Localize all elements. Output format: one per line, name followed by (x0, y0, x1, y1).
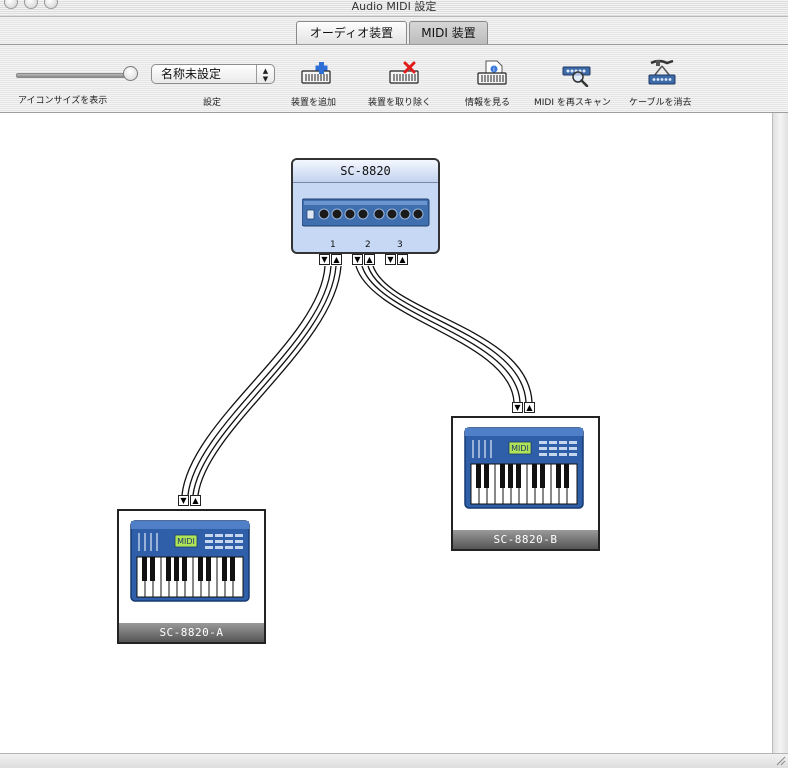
midi-interface-icon (302, 198, 430, 227)
keyboard-a-port-in[interactable]: ▼ (178, 495, 189, 506)
interface-port-1-out[interactable]: ▲ (331, 254, 342, 265)
keyboard-icon: MIDI (130, 520, 250, 602)
add-device-label[interactable]: 装置を追加 (291, 98, 337, 108)
device-name-a: SC-8820-A (119, 623, 264, 642)
resize-grip-icon[interactable] (776, 756, 786, 766)
configuration-label: 設定 (203, 98, 222, 108)
midi-device-sc-8820-a[interactable]: MIDI SC-8820-A (117, 509, 266, 644)
show-info-label[interactable]: 情報を見る (465, 98, 511, 108)
keyboard-b-port-out[interactable]: ▲ (524, 402, 535, 413)
popup-arrows-icon: ▲▼ (256, 65, 274, 83)
tab-audio-devices[interactable]: オーディオ装置 (296, 21, 407, 44)
keyboard-b-port-in[interactable]: ▼ (512, 402, 523, 413)
icon-size-label: アイコンサイズを表示 (18, 96, 108, 106)
interface-port-1-in[interactable]: ▼ (319, 254, 330, 265)
show-info-icon[interactable]: i (477, 60, 509, 86)
bottom-bar (0, 753, 788, 768)
port-number-3: 3 (397, 240, 403, 250)
svg-text:MIDI: MIDI (511, 444, 529, 453)
clear-cables-label[interactable]: ケーブルを消去 (629, 98, 692, 108)
tab-divider (0, 44, 788, 45)
svg-text:MIDI: MIDI (177, 537, 195, 546)
port-number-1: 1 (330, 240, 336, 250)
interface-port-2-out[interactable]: ▲ (364, 254, 375, 265)
window-title: Audio MIDI 設定 (351, 0, 437, 13)
svg-text:i: i (493, 67, 495, 74)
device-name-b: SC-8820-B (453, 530, 598, 549)
close-window-button[interactable] (4, 0, 18, 9)
port-number-2: 2 (365, 240, 371, 250)
rescan-midi-label[interactable]: MIDI を再スキャン (534, 98, 611, 108)
midi-interface-sc-8820[interactable]: SC-8820 1 2 3 (291, 158, 440, 254)
title-bar[interactable]: Audio MIDI 設定 (0, 0, 788, 17)
tab-midi-devices[interactable]: MIDI 装置 (409, 21, 488, 44)
zoom-window-button[interactable] (44, 0, 58, 9)
icon-size-slider-knob[interactable] (123, 66, 138, 81)
interface-port-3-in[interactable]: ▼ (385, 254, 396, 265)
interface-name: SC-8820 (293, 160, 438, 183)
midi-device-sc-8820-b[interactable]: MIDI SC-8820-B (451, 416, 600, 551)
remove-device-icon[interactable] (389, 61, 421, 85)
interface-port-2-in[interactable]: ▼ (352, 254, 363, 265)
remove-device-label[interactable]: 装置を取り除く (368, 98, 432, 108)
clear-cables-icon[interactable] (645, 59, 679, 87)
rescan-midi-icon[interactable] (561, 61, 593, 87)
configuration-popup[interactable]: 名称未設定 ▲▼ (151, 64, 275, 84)
vertical-scrollbar[interactable] (772, 113, 788, 753)
interface-port-3-out[interactable]: ▲ (397, 254, 408, 265)
keyboard-icon: MIDI (464, 427, 584, 509)
add-device-icon[interactable] (301, 61, 333, 85)
minimize-window-button[interactable] (24, 0, 38, 9)
keyboard-a-port-out[interactable]: ▲ (190, 495, 201, 506)
configuration-value: 名称未設定 (161, 67, 222, 81)
